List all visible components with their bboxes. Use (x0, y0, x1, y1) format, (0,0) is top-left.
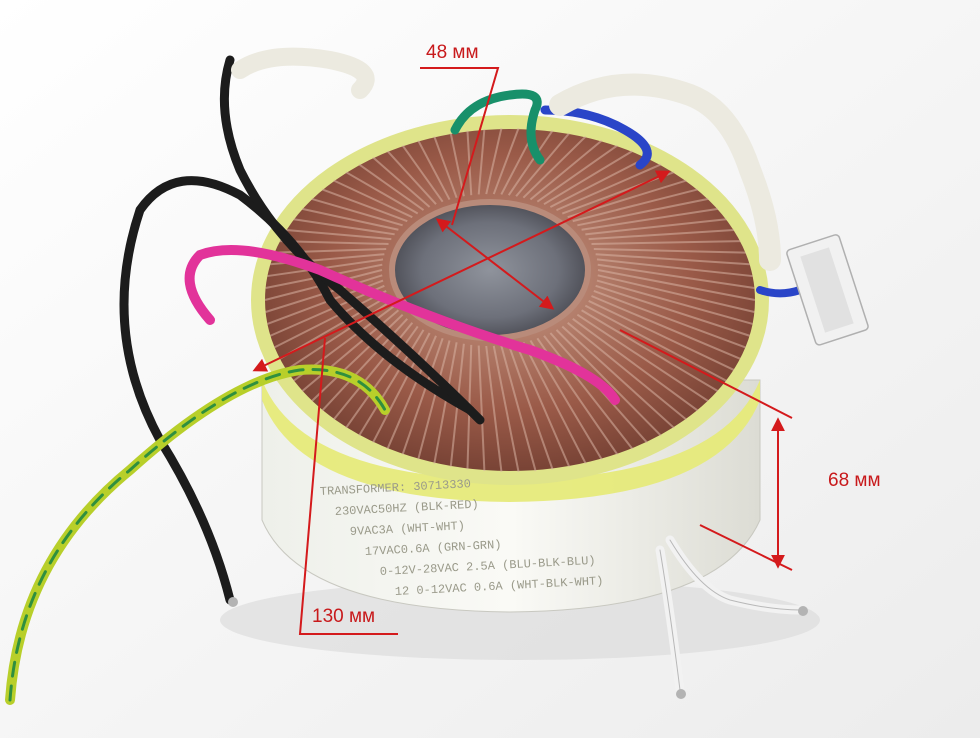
connector-block (786, 234, 869, 346)
dimension-label-130: 130 мм (312, 606, 376, 627)
yellow-green-wire-stripe (8, 368, 387, 702)
green-wire (450, 89, 545, 165)
sleeve-wire-top (549, 73, 781, 271)
white-wire-1-outline (669, 539, 801, 611)
yellow-tape-rim (262, 380, 760, 502)
wire-tip-white-2 (676, 689, 686, 699)
dimension-lines (252, 67, 793, 635)
leader-130 (298, 337, 398, 635)
arrow-130 (252, 170, 671, 372)
dimension-label-68: 68 мм (828, 470, 881, 491)
extent-68-top (619, 329, 793, 419)
wire-tip-white-1 (798, 606, 808, 616)
white-wire-2-outline (659, 549, 681, 691)
label-line: 9VAC3A (WHT-WHT) (349, 519, 465, 539)
dimension-label-48: 48 мм (426, 42, 479, 63)
sleeve-wire-top-left (231, 47, 375, 99)
wire-tip-black (228, 597, 238, 607)
